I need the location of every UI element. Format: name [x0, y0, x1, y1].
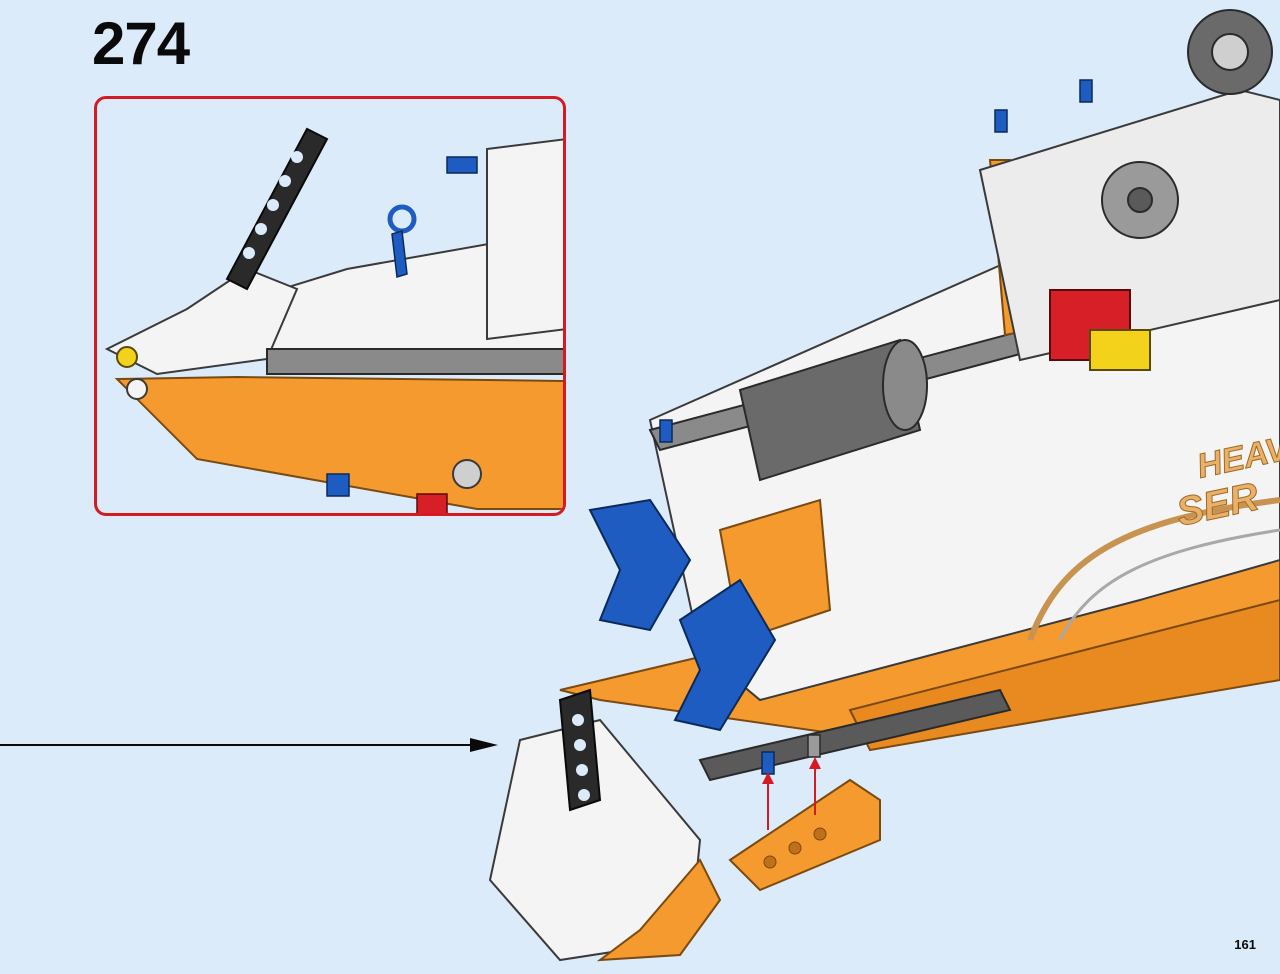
blue-pin-1 [761, 751, 775, 775]
step-number: 274 [92, 10, 190, 77]
hull-swoosh [1027, 497, 1280, 642]
callout-gray-beam [266, 348, 563, 375]
liftarm-hole-3 [576, 764, 588, 776]
orange-part-hole-3 [813, 827, 827, 841]
motor-end [882, 339, 928, 431]
orange-new-part [728, 778, 881, 892]
motor [738, 338, 922, 482]
callout-illustration [104, 127, 563, 513]
hull-swoosh-2 [1058, 528, 1280, 641]
callout-bottom-pin [126, 378, 148, 400]
liftarm-hole-2 [574, 739, 586, 751]
page-number: 161 [1234, 937, 1256, 952]
callout-bottom-connector [452, 459, 482, 489]
callout-liftarm-hole [267, 199, 279, 211]
orange-part-hole-1 [763, 855, 777, 869]
blue-seat-2 [673, 578, 777, 732]
liftarm-hole-4 [578, 789, 590, 801]
callout-cabin [486, 138, 563, 341]
liftarm-hole-1 [572, 714, 584, 726]
callout-liftarm-hole [243, 247, 255, 259]
arrow-up-icon [809, 757, 821, 815]
gear-center [1127, 187, 1153, 213]
blue-pin-4 [1079, 79, 1093, 103]
arrow-right-icon [0, 738, 498, 752]
arrow-up-icon [762, 772, 774, 830]
callout-liftarm-hole [291, 151, 303, 163]
gray-beam [698, 688, 1012, 782]
red-part-2 [1089, 329, 1151, 371]
detail-callout [94, 96, 566, 516]
gray-pin [807, 734, 821, 758]
callout-yellow-axle [116, 346, 138, 368]
callout-liftarm-hole [255, 223, 267, 235]
callout-red-part [416, 493, 448, 513]
blue-pin-3 [994, 109, 1008, 133]
callout-orange-hull [114, 375, 563, 510]
callout-blue-pin [446, 156, 478, 174]
callout-liftarm-hole [279, 175, 291, 187]
upper-wheel-hub [1211, 33, 1249, 71]
callout-blue-arm [391, 230, 408, 278]
callout-nose [104, 267, 299, 376]
front-nose-orange [596, 858, 722, 962]
blue-pin-2 [659, 419, 673, 443]
callout-blue-ring [387, 204, 417, 234]
blue-seat-1 [588, 498, 692, 632]
callout-blue-bottom [326, 473, 350, 497]
orange-part-hole-2 [788, 841, 802, 855]
